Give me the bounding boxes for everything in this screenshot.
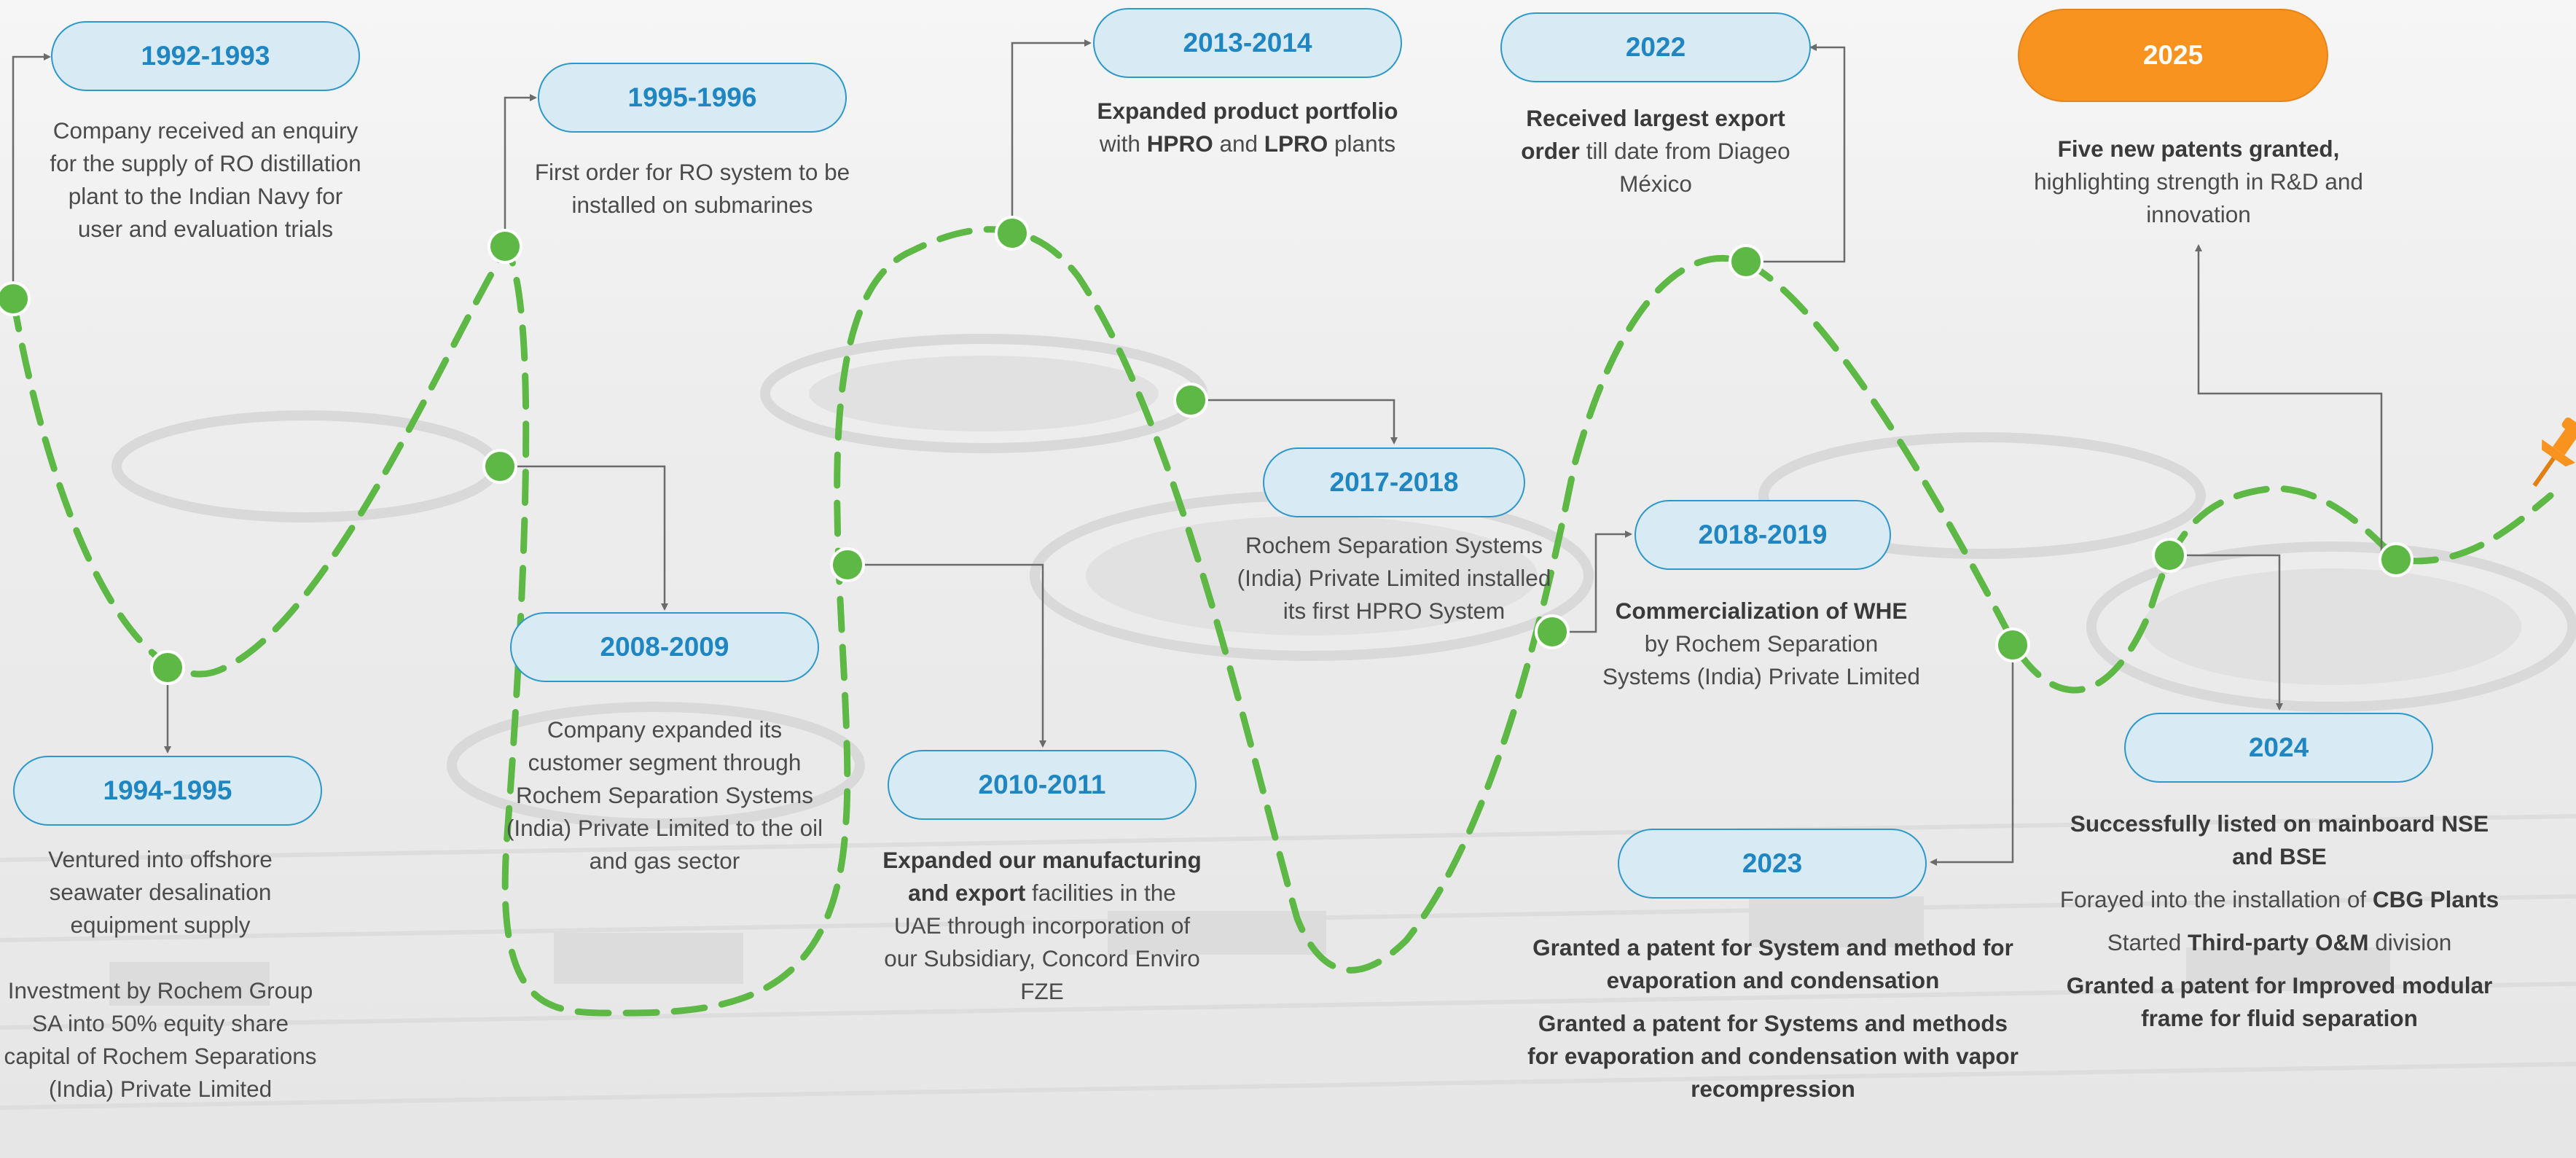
milestone-text-2024: Successfully listed on mainboard NSE and…: [2059, 810, 2499, 1031]
milestone-dot-1992: [0, 281, 31, 316]
milestone-dot-2017: [1173, 383, 1208, 418]
milestone-dot-2008: [482, 449, 517, 484]
milestone-dot-1994: [150, 650, 185, 685]
year-pill-2018-2019: 2018-2019: [1635, 500, 1891, 570]
year-pill-2022: 2022: [1500, 12, 1811, 82]
connector-2024: [2169, 554, 2283, 711]
milestone-text-2017-2018: Rochem Separation Systems (India) Privat…: [1237, 532, 1551, 624]
year-pill-2023: 2023: [1618, 829, 1927, 899]
year-pill-2013-2014: 2013-2014: [1093, 8, 1402, 78]
milestone-dot-2023: [1995, 627, 2030, 662]
year-pill-2008-2009: 2008-2009: [510, 612, 819, 682]
milestone-text-1994-1995: Ventured into offshore seawater desalina…: [4, 846, 317, 1102]
milestone-dot-2025: [2379, 542, 2413, 577]
milestone-dot-2010: [830, 547, 865, 582]
year-pill-2010-2011: 2010-2011: [888, 750, 1197, 820]
connector-2025: [2195, 244, 2396, 561]
year-pill-2025: 2025: [2018, 9, 2328, 102]
milestone-text-1992-1993: Company received an enquiry for the supp…: [50, 117, 361, 242]
year-pill-2024: 2024: [2124, 713, 2433, 783]
milestone-text-1995-1996: First order for RO system to be installe…: [534, 159, 850, 218]
milestone-text-2022: Received largest export order till date …: [1521, 105, 1790, 197]
connector-2022: [1746, 44, 1846, 263]
connector-2010: [847, 563, 1046, 748]
connector-1992: [12, 53, 51, 299]
milestone-text-2008-2009: Company expanded its customer segment th…: [506, 716, 823, 874]
connector-1995: [504, 94, 537, 246]
connector-2013: [1011, 39, 1092, 233]
milestone-dot-2013: [995, 216, 1030, 251]
year-pill-2017-2018: 2017-2018: [1263, 447, 1525, 517]
milestone-dot-2018: [1535, 614, 1570, 649]
year-pill-1992-1993: 1992-1993: [51, 21, 360, 91]
milestone-dot-2024: [2152, 538, 2187, 573]
connector-2017: [1191, 399, 1398, 445]
year-pill-1994-1995: 1994-1995: [13, 756, 322, 826]
year-pill-1995-1996: 1995-1996: [538, 63, 847, 133]
milestone-text-2025: Five new patents granted, highlighting s…: [2034, 136, 2363, 227]
pushpin-icon: [2532, 417, 2576, 488]
milestone-text-2010-2011: Expanded our manufacturing and export fa…: [882, 847, 1202, 1004]
milestone-dot-1995: [488, 229, 522, 264]
connector-2018: [1552, 531, 1632, 633]
milestone-text-2023: Granted a patent for System and method f…: [1527, 934, 2019, 1102]
connector-2008: [500, 465, 668, 611]
connector-2023: [1930, 645, 2014, 866]
timeline-wave: [9, 226, 2554, 1017]
milestone-text-2018-2019: Commercialization of WHE by Rochem Separ…: [1602, 598, 1920, 689]
milestone-dot-2022: [1729, 244, 1763, 279]
milestone-text-2013-2014: Expanded product portfolio with HPRO and…: [1097, 98, 1398, 157]
